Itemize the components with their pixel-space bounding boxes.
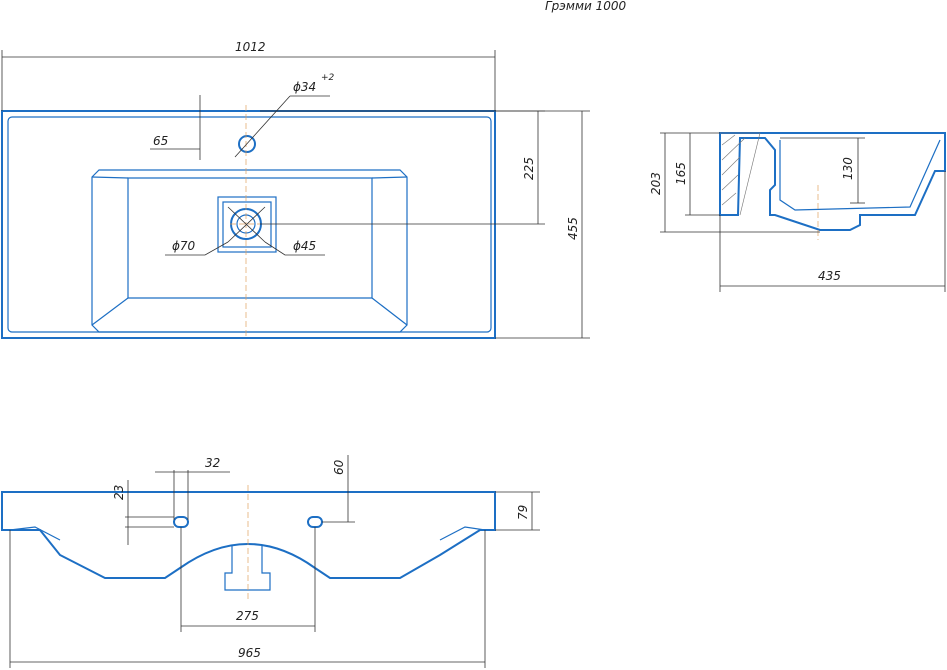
top-view: 1012 65 ϕ34 +2 225 455 ϕ70 ϕ45 bbox=[1, 40, 590, 339]
dim-side-depth: 435 bbox=[818, 269, 841, 283]
dim-rim-height: 79 bbox=[516, 505, 530, 520]
drain-box bbox=[217, 196, 277, 253]
dim-hole-width: 32 bbox=[205, 456, 220, 470]
dim-tap-tolerance: +2 bbox=[321, 73, 335, 83]
top-rim bbox=[7, 116, 492, 333]
dim-tap-diameter: ϕ34 bbox=[293, 80, 316, 94]
dim-total-height: 203 bbox=[649, 172, 663, 195]
dim-drain-outer: ϕ70 bbox=[172, 239, 196, 253]
dim-width: 1012 bbox=[235, 40, 266, 54]
dim-hole-height-left: 23 bbox=[112, 485, 126, 500]
front-view: 32 60 23 79 275 965 bbox=[1, 455, 540, 668]
dim-depth: 455 bbox=[566, 217, 580, 240]
dim-bowl-depth: 130 bbox=[841, 157, 855, 180]
dim-hole-spacing: 275 bbox=[236, 609, 259, 623]
dim-bottom-width: 965 bbox=[238, 646, 261, 660]
dim-drain-offset: 225 bbox=[522, 157, 536, 180]
dim-hole-height-right: 60 bbox=[332, 459, 346, 475]
drawing-title: Грэмми 1000 bbox=[545, 0, 627, 13]
top-outline bbox=[1, 110, 496, 339]
drain-profile bbox=[224, 545, 271, 591]
bowl-outline bbox=[91, 169, 408, 333]
side-view: 203 165 130 435 bbox=[649, 132, 946, 292]
tap-hole bbox=[238, 135, 256, 153]
dim-body-height: 165 bbox=[674, 162, 688, 185]
dim-drain-inner: ϕ45 bbox=[293, 239, 316, 253]
dim-tap-offset: 65 bbox=[153, 134, 168, 148]
